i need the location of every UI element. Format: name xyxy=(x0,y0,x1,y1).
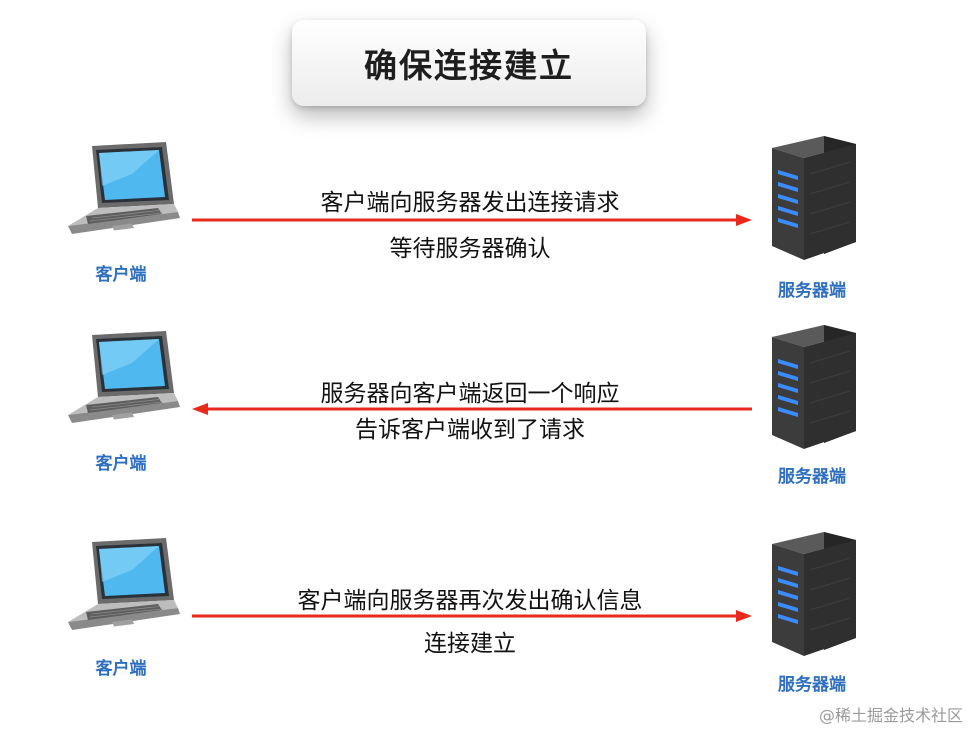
step-3: 客户端 服务器端 客户端向服务器再次发出确认信息 连接建立 xyxy=(0,534,971,724)
laptop-icon xyxy=(62,538,180,634)
server-label: 服务器端 xyxy=(778,281,846,301)
message-line-1: 服务器向客户端返回一个响应 xyxy=(320,381,620,407)
arrow-left xyxy=(192,403,752,415)
message-line-2: 连接建立 xyxy=(424,631,516,657)
client-label: 客户端 xyxy=(95,265,147,285)
message-line-1: 客户端向服务器再次发出确认信息 xyxy=(297,588,643,614)
title-box: 确保连接建立 xyxy=(292,20,646,106)
step-1: 客户端 服务器端 客户端向服务器发出连接请求 等待服务器确认 xyxy=(0,136,971,326)
server-label: 服务器端 xyxy=(778,467,846,487)
client-label: 客户端 xyxy=(95,454,147,474)
server-label: 服务器端 xyxy=(778,675,846,695)
message-line-1: 客户端向服务器发出连接请求 xyxy=(320,190,620,216)
watermark: @稀土掘金技术社区 xyxy=(818,706,963,725)
arrow-right xyxy=(192,214,752,226)
server-icon xyxy=(766,134,858,260)
message-line-2: 等待服务器确认 xyxy=(389,236,551,262)
laptop-icon xyxy=(62,331,180,427)
step-2: 客户端 服务器端 服务器向客户端返回一个响应 告诉客户端收到了请求 xyxy=(0,325,971,515)
diagram-title: 确保连接建立 xyxy=(364,46,574,85)
arrow-right xyxy=(192,610,752,622)
server-icon xyxy=(766,530,858,656)
server-icon xyxy=(766,323,858,449)
client-label: 客户端 xyxy=(95,659,147,679)
message-line-2: 告诉客户端收到了请求 xyxy=(355,417,585,443)
laptop-icon xyxy=(62,142,180,238)
